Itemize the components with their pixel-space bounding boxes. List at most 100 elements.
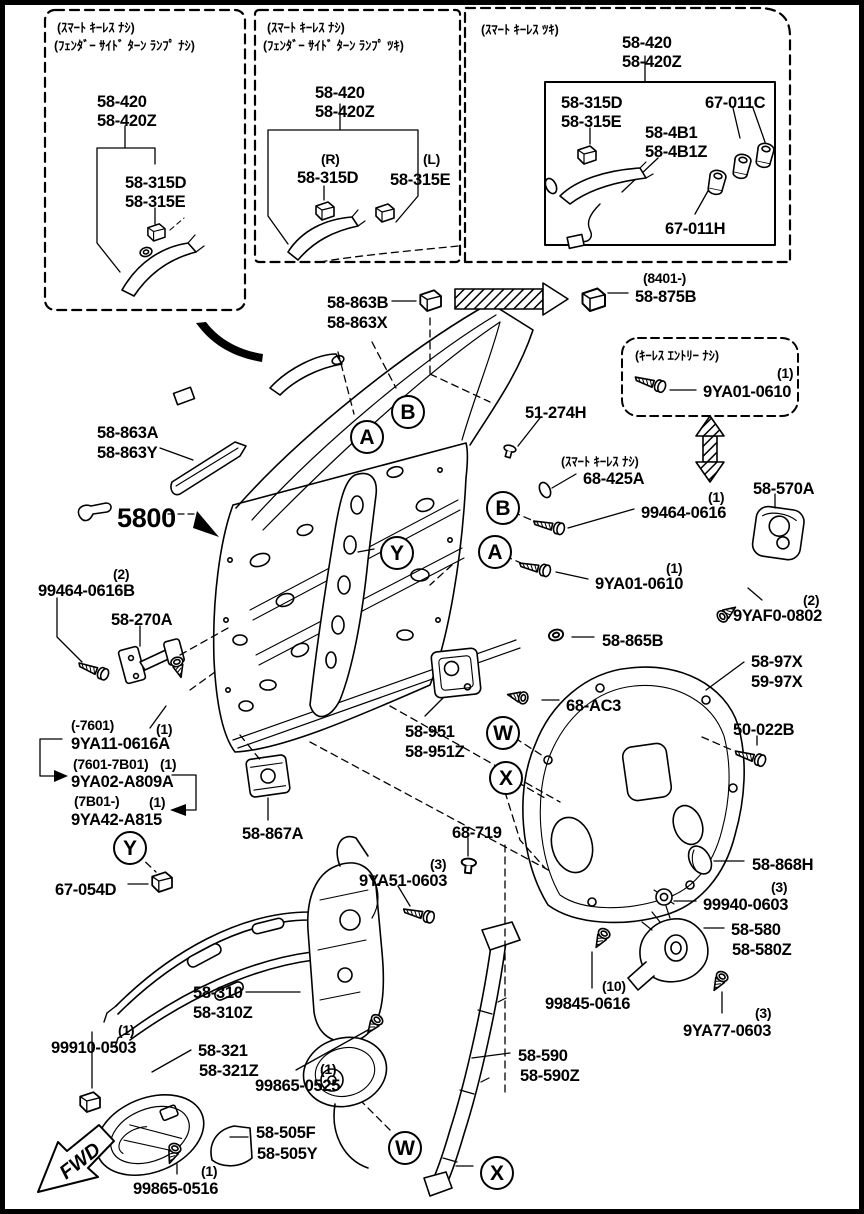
art-58-505F-cover xyxy=(210,1125,253,1167)
label-9YA77-0603: 9YA77-0603 xyxy=(683,1022,772,1040)
label-67-011H: 67-011H xyxy=(665,220,726,238)
ref-circle-Y-1: Y xyxy=(380,536,414,570)
art-58-951 xyxy=(430,647,482,699)
label-68-719: 68-719 xyxy=(452,824,502,842)
label-58-270A: 58-270A xyxy=(111,611,173,629)
qty-99845-0616: (10) xyxy=(602,978,626,994)
ref-circle-A-1: A xyxy=(350,420,384,454)
qty-9YA01-0610: (1) xyxy=(666,560,683,576)
label-box3-58-315E: 58-315E xyxy=(561,113,622,131)
label-59-97X: 59-97X xyxy=(751,673,803,691)
label-99940-0603: 99940-0603 xyxy=(703,896,789,914)
label-9YA51-0603: 9YA51-0603 xyxy=(359,872,448,890)
art-nut xyxy=(653,888,675,906)
hist3-date: (7B01-) xyxy=(74,793,120,809)
label-99845-0616: 99845-0616 xyxy=(545,995,631,1013)
qty-99464-0616B: (2) xyxy=(113,566,130,582)
label-58-863B: 58-863B xyxy=(327,294,389,312)
label-9YA01-0610: 9YA01-0610 xyxy=(595,575,684,593)
label-box3-58-420Z: 58-420Z xyxy=(622,53,682,71)
striped-arrow xyxy=(454,282,569,316)
art-box2-handle xyxy=(267,103,459,263)
label-99865-0525: 99865-0525 xyxy=(255,1077,341,1095)
label-58-863A: 58-863A xyxy=(97,424,159,442)
box2-note-1: (ｽﾏｰﾄ ｷｰﾚｽ ﾅｼ) xyxy=(267,21,345,35)
leader-lines xyxy=(39,292,776,1175)
ref-circle-W-1: W xyxy=(486,716,520,750)
label-box2-58-315D: 58-315D xyxy=(297,169,359,187)
qty-99865-0516: (1) xyxy=(201,1163,218,1179)
qty-99940-0603: (3) xyxy=(771,879,788,895)
ref-circle-B-1: B xyxy=(391,395,425,429)
label-50-022B: 50-022B xyxy=(733,721,795,739)
label-58-570A: 58-570A xyxy=(753,480,815,498)
ref-circle-X-1: X xyxy=(489,761,523,795)
hand-icon xyxy=(77,502,219,537)
art-outer-handle xyxy=(172,353,345,406)
art-door-panel xyxy=(212,302,534,753)
label-67-054D: 67-054D xyxy=(55,881,117,899)
ref-circle-W-2: W xyxy=(388,1131,422,1165)
label-58-580: 58-580 xyxy=(731,921,781,939)
double-arrow xyxy=(695,415,725,483)
hist3-qty: (1) xyxy=(149,794,166,810)
label-99910-0503: 99910-0503 xyxy=(51,1039,137,1057)
label-9YA11-0616A: 9YA11-0616A xyxy=(71,735,170,753)
keyless-note: (ｷｰﾚｽ ｴﾝﾄﾘｰ ﾅｼ) xyxy=(635,349,720,363)
qty-9YAF0-0802: (2) xyxy=(803,592,820,608)
note-smart-keyless-nashi: (ｽﾏｰﾄ ｷｰﾚｽ ﾅｼ) xyxy=(561,455,639,469)
label-9YA02-A809A: 9YA02-A809A xyxy=(71,773,174,791)
label-9YAF0-0802: 9YAF0-0802 xyxy=(733,607,823,625)
art-box1-handle xyxy=(96,125,205,297)
ref-circle-B-2: B xyxy=(486,491,520,525)
label-date-8401: (8401-) xyxy=(643,270,687,286)
label-58-505F: 58-505F xyxy=(256,1124,316,1142)
label-9YA42-A815: 9YA42-A815 xyxy=(71,811,162,829)
label-58-321: 58-321 xyxy=(198,1042,248,1060)
label-58-580Z: 58-580Z xyxy=(732,941,792,959)
ref-circle-A-2: A xyxy=(478,535,512,569)
label-58-590Z: 58-590Z xyxy=(520,1067,580,1085)
label-58-863Y: 58-863Y xyxy=(97,444,158,462)
dashed-leaders xyxy=(136,317,733,1131)
fwd-arrow: FWD xyxy=(37,1124,115,1193)
label-box1-58-315E: 58-315E xyxy=(125,193,186,211)
art-box3-handle-keyless xyxy=(544,55,776,250)
qty-99464-0616: (1) xyxy=(708,489,725,505)
box1-note-1: (ｽﾏｰﾄ ｷｰﾚｽ ﾅｼ) xyxy=(57,21,135,35)
label-58-505Y: 58-505Y xyxy=(257,1145,318,1163)
box2-note-2: (ﾌｪﾝﾀﾞｰ ｻｲﾄﾞ ﾀｰﾝ ﾗﾝﾌﾟ ﾂｷ) xyxy=(263,39,404,53)
ref-circle-Y-2: Y xyxy=(113,831,147,865)
label-box3-58-420: 58-420 xyxy=(622,34,672,52)
label-68-425A: 68-425A xyxy=(583,470,645,488)
label-58-867A: 58-867A xyxy=(242,825,304,843)
qty-99910-0503: (1) xyxy=(118,1022,135,1038)
inner-solid-box xyxy=(544,81,776,246)
hist2-qty: (1) xyxy=(160,756,177,772)
swoosh-arrow xyxy=(196,322,263,362)
label-99464-0616: 99464-0616 xyxy=(641,504,727,522)
art-58-570A xyxy=(751,505,805,561)
art-cables-latch xyxy=(103,835,385,1048)
label-58-875B: 58-875B xyxy=(635,288,697,306)
label-box2-58-420Z: 58-420Z xyxy=(315,103,375,121)
label-5800: 5800 xyxy=(117,503,176,533)
hist2-date: (7601-7B01) xyxy=(73,756,149,772)
hist1-qty: (1) xyxy=(156,721,173,737)
label-58-310Z: 58-310Z xyxy=(193,1004,253,1022)
diagram-linework: FWD xyxy=(37,6,805,1197)
box1-note-2: (ﾌｪﾝﾀﾞｰ ｻｲﾄﾞ ﾀｰﾝ ﾗﾝﾌﾟ ﾅｼ) xyxy=(54,39,195,53)
label-58-97X: 58-97X xyxy=(751,653,803,671)
qty-9YA77-0603: (3) xyxy=(755,1005,772,1021)
label-58-863X: 58-863X xyxy=(327,314,388,332)
label-99464-0616B: 99464-0616B xyxy=(38,582,135,600)
hist1-date: (-7601) xyxy=(71,717,115,733)
label-58-868H: 58-868H xyxy=(752,856,814,874)
qty-9YA51-0603: (3) xyxy=(430,856,447,872)
label-box1-58-315D: 58-315D xyxy=(125,174,187,192)
art-58-868H xyxy=(687,845,713,875)
label-67-011C: 67-011C xyxy=(705,94,766,112)
art-58-867A xyxy=(245,754,291,798)
ref-circle-X-2: X xyxy=(480,1156,514,1190)
